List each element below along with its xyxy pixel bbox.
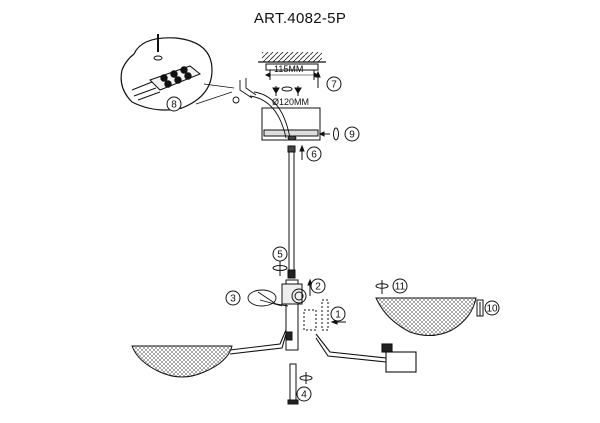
right-arm bbox=[315, 333, 417, 373]
svg-text:7: 7 bbox=[331, 80, 337, 91]
bracket-width-label: 115MM bbox=[274, 64, 303, 74]
svg-text:1: 1 bbox=[335, 310, 341, 321]
callout-5: 5 bbox=[272, 246, 288, 262]
callout-8: 8 bbox=[166, 96, 182, 112]
ceiling bbox=[258, 52, 326, 63]
down-rod bbox=[287, 145, 296, 279]
diagram-title: ART.4082-5P bbox=[253, 10, 347, 27]
callout-2: 2 bbox=[310, 278, 326, 294]
callout-4: 4 bbox=[296, 386, 312, 402]
left-arm bbox=[229, 329, 287, 355]
right-nut-icon bbox=[375, 280, 389, 294]
svg-text:10: 10 bbox=[486, 304, 498, 315]
svg-text:6: 6 bbox=[311, 150, 317, 161]
nut-icon bbox=[272, 260, 288, 276]
ceiling-wires bbox=[232, 78, 257, 104]
side-nut bbox=[318, 127, 339, 141]
terminal-block-detail bbox=[120, 34, 235, 111]
assembly-arrows bbox=[299, 70, 481, 325]
callout-9: 9 bbox=[344, 126, 360, 142]
svg-text:11: 11 bbox=[395, 282, 406, 293]
right-shade bbox=[375, 297, 477, 336]
canopy bbox=[249, 91, 321, 141]
callout-11: 11 bbox=[392, 278, 408, 294]
wire-connector bbox=[247, 289, 289, 307]
mounting-bracket bbox=[264, 63, 320, 80]
central-hub bbox=[281, 279, 329, 351]
callout-1: 1 bbox=[330, 306, 346, 322]
svg-text:9: 9 bbox=[349, 130, 355, 141]
callout-7: 7 bbox=[326, 76, 342, 92]
svg-text:8: 8 bbox=[171, 100, 177, 111]
svg-text:3: 3 bbox=[230, 294, 236, 305]
callout-3: 3 bbox=[225, 290, 241, 306]
svg-text:2: 2 bbox=[315, 282, 321, 293]
callout-10: 10 bbox=[484, 300, 500, 316]
bottom-finial bbox=[287, 363, 313, 405]
svg-text:5: 5 bbox=[277, 250, 283, 261]
svg-text:4: 4 bbox=[301, 390, 307, 401]
callout-6: 6 bbox=[306, 146, 322, 162]
left-shade bbox=[131, 345, 233, 378]
screw-icon bbox=[272, 86, 302, 96]
bolt-icon bbox=[476, 299, 484, 317]
canopy-diameter-label: Ø120MM bbox=[272, 97, 309, 107]
